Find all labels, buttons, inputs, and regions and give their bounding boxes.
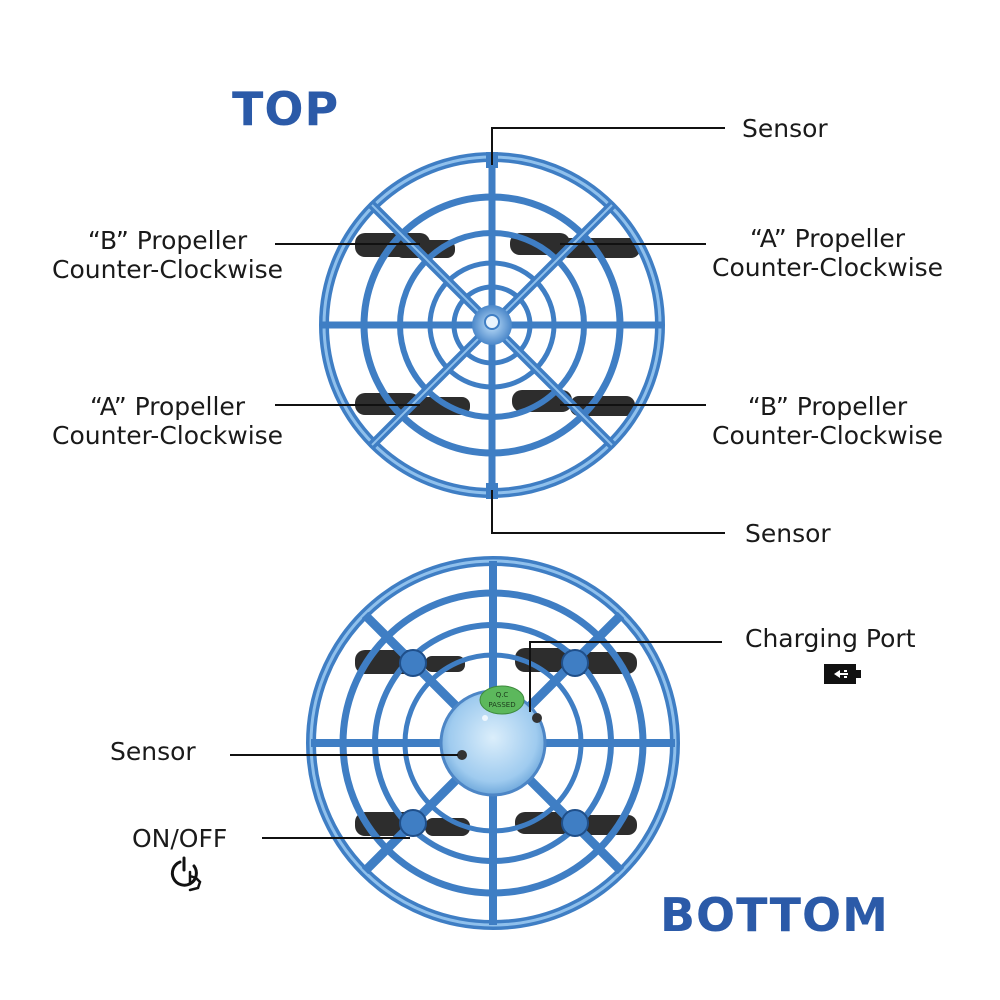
qc-line2: PASSED [488,701,515,709]
qc-sticker: Q.C PASSED [479,685,525,715]
label-line: Counter-Clockwise [712,421,944,450]
top-heading: TOP [232,82,340,136]
top-sensor-dot [484,314,500,330]
label-line: Counter-Clockwise [52,421,284,450]
label-left-upper: “B” Propeller Counter-Clockwise [52,226,283,284]
propeller-blade [515,812,575,834]
label-left-lower: “A” Propeller Counter-Clockwise [52,392,283,450]
bottom-sensor-hole [457,750,467,760]
label-right-lower: “B” Propeller Counter-Clockwise [712,392,943,450]
propeller-blade [425,656,465,672]
qc-line1: Q.C [496,691,509,699]
leader-sensor-top [491,127,725,165]
leader-charging-port [529,641,722,712]
label-sensor: Sensor [110,737,196,766]
bottom-propellers [355,648,637,836]
label-line: “A” Propeller [89,392,246,421]
label-line: “B” Propeller [87,226,248,255]
leader-lines [230,127,725,839]
top-drone [319,152,665,499]
label-right-upper: “A” Propeller Counter-Clockwise [712,224,943,282]
label-line: “B” Propeller [747,392,908,421]
label-line: Counter-Clockwise [712,253,944,282]
charging-port-hole [532,713,542,723]
bottom-drone: Q.C PASSED [306,556,680,930]
motor-pods [399,649,589,837]
label-charging-port: Charging Port [745,624,916,653]
power-touch-icon [170,856,202,892]
battery-charging-icon [824,664,861,684]
label-sensor-top: Sensor [742,114,828,143]
led-dot [482,715,488,721]
label-sensor-bottom: Sensor [745,519,831,548]
bottom-heading: BOTTOM [660,888,889,942]
label-line: “A” Propeller [749,224,906,253]
label-on-off: ON/OFF [132,824,228,853]
label-line: Counter-Clockwise [52,255,284,284]
leader-sensor-bottom [491,490,725,534]
